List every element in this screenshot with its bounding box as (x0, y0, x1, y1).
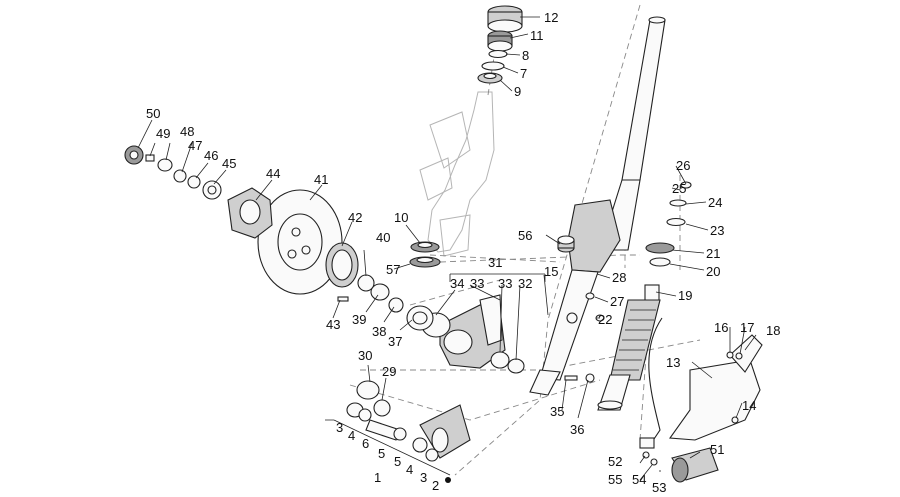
callout-5a: 5 (378, 446, 385, 461)
callout-18: 18 (766, 323, 780, 338)
callout-11: 11 (530, 28, 544, 43)
callout-labels: 12 11 8 7 9 10 57 56 26 25 24 23 21 20 2… (146, 10, 780, 495)
shock-absorber (597, 242, 675, 411)
nut-56 (557, 235, 575, 253)
callout-24: 24 (708, 195, 722, 210)
mudguard (668, 334, 763, 441)
bearing-rings-10-57 (409, 241, 441, 268)
callout-55: 55 (608, 472, 622, 487)
callout-39: 39 (352, 312, 366, 327)
callout-29: 29 (382, 364, 396, 379)
callout-56: 56 (518, 228, 532, 243)
callout-8: 8 (522, 48, 529, 63)
callout-42: 42 (348, 210, 362, 225)
callout-4b: 4 (406, 462, 413, 477)
callout-20: 20 (706, 264, 720, 279)
callout-1: 1 (374, 470, 381, 485)
axle-assembly (346, 380, 471, 483)
callout-52: 52 (608, 454, 622, 469)
callout-48: 48 (180, 124, 194, 139)
callout-10: 10 (394, 210, 408, 225)
callout-6: 6 (362, 436, 369, 451)
callout-41: 41 (314, 172, 328, 187)
callout-13: 13 (666, 355, 680, 370)
frame-ghost-outline (419, 91, 495, 257)
callout-45: 45 (222, 156, 236, 171)
callout-35: 35 (550, 404, 564, 419)
callout-23: 23 (710, 223, 724, 238)
callout-26: 26 (676, 158, 690, 173)
headset-stack (477, 5, 523, 84)
callout-57: 57 (386, 262, 400, 277)
callout-51: 51 (710, 442, 724, 457)
callout-15: 15 (544, 264, 558, 279)
callout-31: 31 (488, 255, 502, 270)
callout-44: 44 (266, 166, 280, 181)
callout-5b: 5 (394, 454, 401, 469)
callout-3a: 3 (336, 420, 343, 435)
callout-7: 7 (520, 66, 527, 81)
brake-line (639, 317, 663, 449)
callout-3b: 3 (420, 470, 427, 485)
callout-33a: 33 (470, 276, 484, 291)
callout-36: 36 (570, 422, 584, 437)
callout-50: 50 (146, 106, 160, 121)
callout-21: 21 (706, 246, 720, 261)
callout-46: 46 (204, 148, 218, 163)
grip-51 (671, 447, 719, 483)
callout-34: 34 (450, 276, 464, 291)
callout-9: 9 (514, 84, 521, 99)
fork-leg (529, 16, 666, 396)
callout-30: 30 (358, 348, 372, 363)
callout-33b: 33 (498, 276, 512, 291)
callout-12: 12 (544, 10, 558, 25)
callout-16: 16 (714, 320, 728, 335)
marker-dot (445, 477, 451, 483)
callout-53: 53 (652, 480, 666, 495)
callout-4a: 4 (348, 428, 355, 443)
brake-caliper (421, 294, 525, 374)
spacer-rings (357, 274, 434, 331)
callout-22: 22 (598, 312, 612, 327)
top-mount-stack (666, 181, 692, 227)
callout-54: 54 (632, 472, 646, 487)
callout-2: 2 (432, 478, 439, 493)
bolt-43 (337, 296, 349, 302)
callout-40: 40 (376, 230, 390, 245)
callout-49: 49 (156, 126, 170, 141)
callout-27: 27 (610, 294, 624, 309)
callout-28: 28 (612, 270, 626, 285)
callout-43: 43 (326, 317, 340, 332)
callout-32: 32 (518, 276, 532, 291)
callout-19: 19 (678, 288, 692, 303)
tone-ring (325, 242, 359, 288)
wheel-hub (227, 187, 273, 239)
leader-lines (137, 16, 757, 481)
callout-37: 37 (388, 334, 402, 349)
callout-17: 17 (740, 320, 754, 335)
hub-bearings (124, 145, 222, 200)
callout-25: 25 (672, 181, 686, 196)
brake-disc (257, 189, 343, 295)
callout-38: 38 (372, 324, 386, 339)
callout-47: 47 (188, 138, 202, 153)
callout-14: 14 (742, 398, 756, 413)
